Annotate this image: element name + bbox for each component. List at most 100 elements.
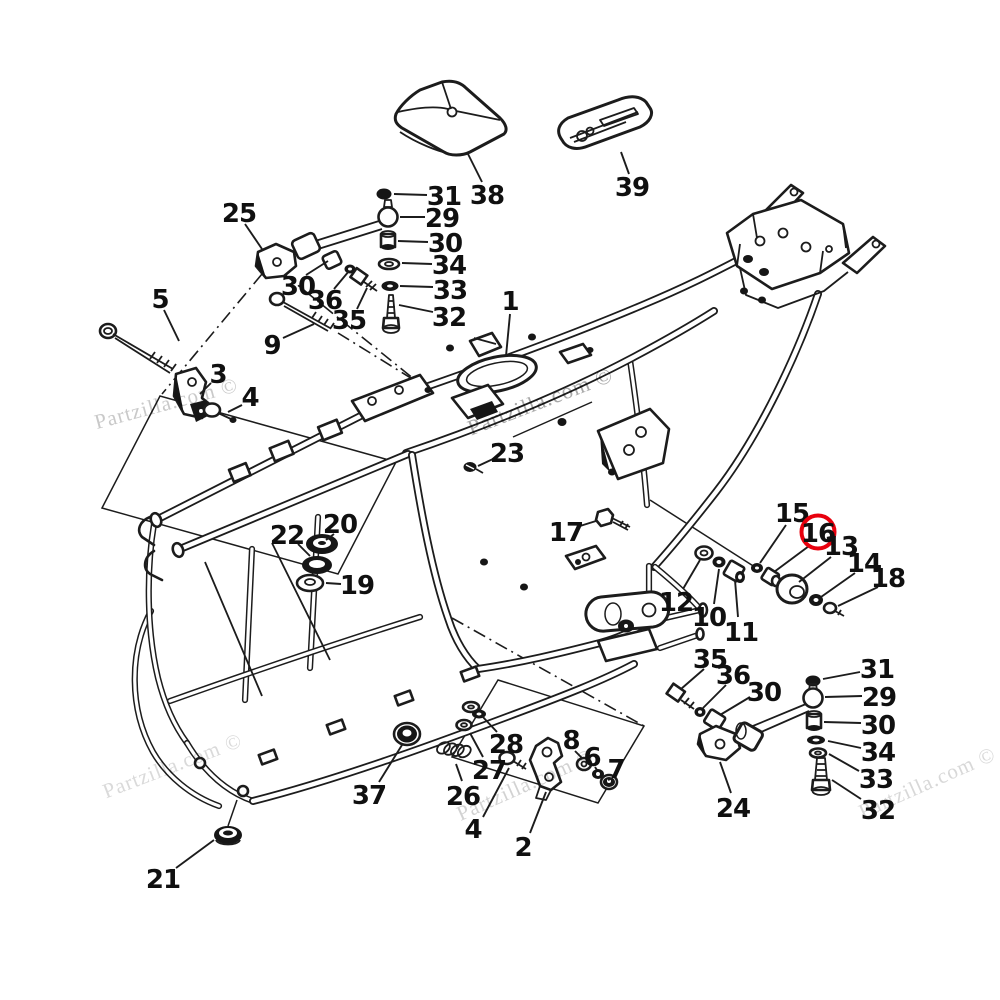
leader-35 <box>356 287 368 310</box>
leader-32 <box>831 779 862 800</box>
callout-5[interactable]: 5 <box>151 285 169 315</box>
callout-35[interactable]: 35 <box>693 645 728 675</box>
part-bolt-5 <box>98 322 177 374</box>
leader-26 <box>455 763 463 782</box>
leader-22 <box>297 543 311 557</box>
leader-30 <box>397 240 429 243</box>
part-damper-37 <box>392 721 422 747</box>
callout-11[interactable]: 11 <box>724 618 759 648</box>
callout-4[interactable]: 4 <box>464 815 482 845</box>
callout-29[interactable]: 29 <box>862 683 897 713</box>
callout-17[interactable]: 17 <box>549 518 584 548</box>
leader-24 <box>719 761 732 794</box>
callout-32[interactable]: 32 <box>861 796 896 826</box>
leader-30 <box>823 721 862 724</box>
leader-20 <box>325 533 335 541</box>
callout-35[interactable]: 35 <box>332 306 367 336</box>
leader-11 <box>734 579 739 618</box>
leader-1 <box>505 313 511 357</box>
callout-29[interactable]: 29 <box>425 204 460 234</box>
callout-39[interactable]: 39 <box>615 173 650 203</box>
part-tierod-hardware-left <box>254 231 378 292</box>
leader-34 <box>401 262 433 265</box>
callout-26[interactable]: 26 <box>446 782 481 812</box>
callout-31[interactable]: 31 <box>860 655 895 685</box>
part-bolt-17 <box>594 507 631 531</box>
callout-32[interactable]: 32 <box>432 303 467 333</box>
leader-7 <box>607 777 614 781</box>
leader-27 <box>469 732 484 758</box>
callout-12[interactable]: 12 <box>659 588 694 618</box>
part-fasteners-8-6-7 <box>575 756 619 791</box>
part-washers-28-27 <box>455 700 486 732</box>
callout-19[interactable]: 19 <box>340 571 375 601</box>
leader-23 <box>477 458 494 467</box>
part-tool-pouch-38 <box>393 79 508 157</box>
front-bracket <box>725 183 887 309</box>
part-bolt-23 <box>463 462 484 474</box>
callout-4[interactable]: 4 <box>241 383 259 413</box>
part-grommet-21 <box>214 826 242 846</box>
leader-28 <box>481 715 498 733</box>
leader-3 <box>199 382 212 395</box>
callout-36[interactable]: 36 <box>716 661 751 691</box>
watermark: Partzilla.com © <box>99 728 245 803</box>
leader-13 <box>798 556 832 583</box>
callout-23[interactable]: 23 <box>490 439 525 469</box>
callout-31[interactable]: 31 <box>427 182 462 212</box>
callout-8[interactable]: 8 <box>562 726 580 756</box>
callout-2[interactable]: 2 <box>514 833 532 863</box>
callout-13[interactable]: 13 <box>824 532 859 562</box>
leader-8 <box>574 750 583 759</box>
leader-33 <box>399 285 434 288</box>
leader-36 <box>702 684 727 709</box>
callout-7[interactable]: 7 <box>607 755 625 785</box>
mid-brackets <box>350 331 671 591</box>
callout-38[interactable]: 38 <box>470 181 505 211</box>
callout-30[interactable]: 30 <box>747 678 782 708</box>
frame-artwork <box>135 183 887 806</box>
part-bracket-2 <box>528 736 564 801</box>
part-bearing-stack <box>295 534 338 593</box>
exploded-parts <box>98 79 845 846</box>
callout-33[interactable]: 33 <box>433 276 468 306</box>
callout-20[interactable]: 20 <box>323 510 358 540</box>
callout-6[interactable]: 6 <box>583 743 601 773</box>
callout-28[interactable]: 28 <box>489 730 524 760</box>
callout-30[interactable]: 30 <box>281 272 316 302</box>
leader-6 <box>594 766 598 771</box>
leader-17 <box>579 520 597 527</box>
leader-32 <box>398 304 434 313</box>
leader-4 <box>482 767 510 818</box>
part-bolt-4b <box>498 750 527 770</box>
leader-30 <box>305 260 329 276</box>
leader-10 <box>713 568 720 605</box>
callout-10[interactable]: 10 <box>692 603 727 633</box>
callout-34[interactable]: 34 <box>432 251 467 281</box>
leader-39 <box>620 151 630 175</box>
callout-36[interactable]: 36 <box>308 286 343 316</box>
leader-25 <box>244 223 263 250</box>
callout-33[interactable]: 33 <box>859 765 894 795</box>
callout-34[interactable]: 34 <box>861 738 896 768</box>
callout-27[interactable]: 27 <box>472 756 507 786</box>
callout-16[interactable]: 16 <box>801 519 836 549</box>
callout-22[interactable]: 22 <box>270 521 305 551</box>
callout-14[interactable]: 14 <box>847 549 882 579</box>
callout-30[interactable]: 30 <box>861 711 896 741</box>
callout-37[interactable]: 37 <box>352 781 387 811</box>
pivot-boss <box>584 590 709 641</box>
leader-2 <box>529 791 547 834</box>
callout-9[interactable]: 9 <box>263 331 281 361</box>
callout-30[interactable]: 30 <box>428 229 463 259</box>
callout-1[interactable]: 1 <box>501 287 519 317</box>
part-tool-kit-39 <box>557 95 654 150</box>
callout-24[interactable]: 24 <box>716 794 751 824</box>
callout-18[interactable]: 18 <box>871 564 906 594</box>
callout-3[interactable]: 3 <box>209 360 227 390</box>
leader-14 <box>820 572 856 598</box>
callout-25[interactable]: 25 <box>222 199 257 229</box>
callout-21[interactable]: 21 <box>146 865 181 895</box>
